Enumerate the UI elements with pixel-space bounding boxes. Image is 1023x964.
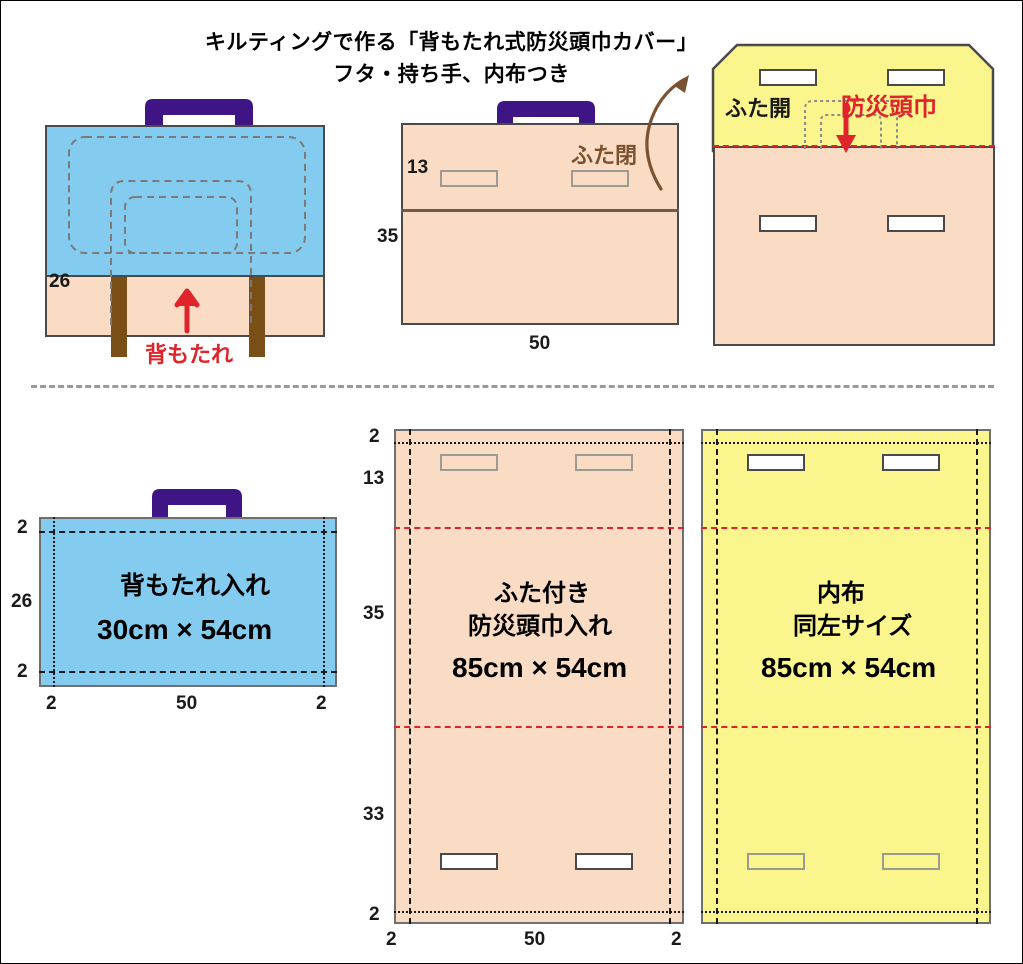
blue-left-label-2: 2	[17, 661, 28, 682]
callout-disaster-hood: 防災頭巾	[841, 94, 937, 121]
blue-left-label-1: 26	[11, 591, 33, 612]
peach-fold-line-lower	[394, 726, 684, 728]
handle-icon	[145, 99, 253, 143]
yellow-top-slot-right	[882, 454, 940, 471]
yellow-seam-top	[701, 442, 991, 444]
peach-piece-name-2: 防災頭巾入れ	[468, 613, 612, 640]
yellow-bottom-slot-left	[747, 853, 805, 870]
blue-bottom-label-2: 2	[316, 693, 327, 714]
peach-bottom-label-0: 2	[386, 929, 397, 950]
curved-up-arrow-icon	[645, 75, 689, 191]
peach-bottom-slot-right	[575, 853, 633, 870]
peach-top-slot-left	[440, 454, 498, 471]
body-slot-left	[759, 215, 817, 232]
hidden-construction-lines	[68, 136, 306, 325]
blue-piece-name: 背もたれ入れ	[120, 572, 271, 600]
page-title-line1: キルティングで作る「背もたれ式防災頭巾カバー」	[204, 31, 699, 54]
dim-label-height-26: 26	[49, 271, 71, 292]
figure-flap-closed: 13 35 50 ふた閉	[377, 75, 689, 371]
peach-left-label-4: 2	[369, 904, 380, 925]
peach-bottom-label-1: 50	[524, 929, 546, 950]
blue-bottom-label-1: 50	[176, 693, 198, 714]
panel-blue-pattern	[39, 517, 337, 687]
peach-piece-size: 85cm × 54cm	[452, 652, 628, 683]
peach-bottom-label-2: 2	[671, 929, 682, 950]
seam-line-top	[39, 531, 337, 533]
peach-seam-right	[669, 429, 671, 924]
peach-piece-name-1: ふた付き	[494, 580, 590, 607]
yellow-top-slot-left	[747, 454, 805, 471]
panel-blue-upper	[45, 125, 325, 277]
callout-flap-open: ふた開	[725, 96, 792, 121]
dim-label-width-50: 50	[529, 333, 551, 354]
strap-left-front	[111, 277, 127, 357]
flap-seam-line	[401, 209, 679, 212]
dim-label-flap-13: 13	[407, 157, 429, 178]
handle-icon-2	[497, 101, 595, 143]
yellow-fold-line-upper	[701, 527, 991, 529]
yellow-seam-left	[716, 429, 718, 924]
peach-fold-line-upper	[394, 527, 684, 529]
callout-flap-closed: ふた閉	[571, 143, 638, 168]
peach-bottom-slot-left	[440, 853, 498, 870]
handle-icon-3	[152, 489, 242, 529]
dim-label-body-35: 35	[377, 226, 399, 247]
figure-flap-open: ふた開 防災頭巾	[701, 33, 1001, 353]
strap-right-front	[249, 277, 265, 357]
peach-seam-top	[394, 442, 684, 444]
slot-left	[440, 170, 498, 187]
body-slot-right	[887, 215, 945, 232]
pattern-yellow-piece: 内布 同左サイズ 85cm × 54cm	[691, 421, 1021, 941]
seam-line-right	[323, 517, 325, 687]
yellow-piece-name-2: 同左サイズ	[793, 613, 913, 640]
panel-peach-pattern	[394, 429, 684, 924]
yellow-piece-name-1: 内布	[817, 580, 865, 607]
pattern-blue-piece: 背もたれ入れ 30cm × 54cm 2 26 2 2 50 2	[1, 471, 361, 714]
blue-piece-size: 30cm × 54cm	[97, 614, 273, 645]
callout-back-rest: 背もたれ	[145, 342, 234, 367]
yellow-seam-bottom	[701, 911, 991, 913]
up-arrow-icon	[174, 288, 200, 334]
peach-left-label-1: 13	[363, 468, 385, 489]
fold-line-red	[713, 145, 995, 147]
yellow-piece-size: 85cm × 54cm	[761, 652, 937, 683]
seam-line-left	[53, 517, 55, 687]
peach-left-label-0: 2	[369, 426, 380, 447]
flap-slot-left	[759, 69, 817, 86]
peach-seam-left	[409, 429, 411, 924]
panel-peach-body	[401, 123, 679, 325]
yellow-fold-line-lower	[701, 726, 991, 728]
section-divider	[31, 385, 994, 388]
slot-right	[571, 170, 629, 187]
peach-seam-bottom	[394, 911, 684, 913]
yellow-bottom-slot-right	[882, 853, 940, 870]
seam-line-bottom	[39, 671, 337, 673]
figure-closed-back-view: 26 背もたれ	[1, 81, 361, 371]
peach-left-label-3: 33	[363, 804, 385, 825]
peach-left-label-2: 35	[363, 603, 385, 624]
flap-slot-right	[887, 69, 945, 86]
pattern-peach-piece: ふた付き 防災頭巾入れ 85cm × 54cm 2 13 35 33 2 2 5…	[356, 421, 701, 951]
panel-peach-body-3	[713, 146, 995, 346]
yellow-seam-right	[976, 429, 978, 924]
peach-top-slot-right	[575, 454, 633, 471]
blue-left-label-0: 2	[17, 517, 28, 538]
down-arrow-icon	[836, 103, 856, 153]
handle-outline-dotted	[804, 100, 898, 149]
blue-bottom-label-0: 2	[46, 693, 57, 714]
panel-yellow-pattern	[701, 429, 991, 924]
page-title-line2: フタ・持ち手、内布つき	[333, 63, 570, 86]
